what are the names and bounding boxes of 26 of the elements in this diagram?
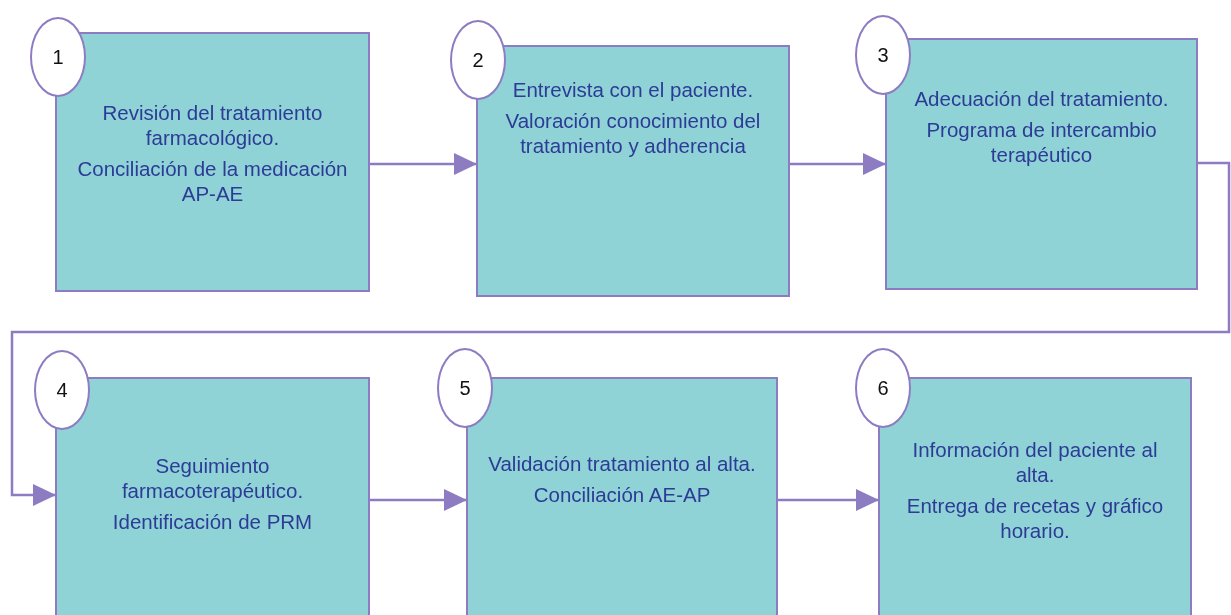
step-number: 4: [34, 350, 90, 430]
process-box: [55, 377, 370, 615]
step-text: Adecuación del tratamiento.: [914, 86, 1169, 111]
step-text: Valoración conocimiento del tratamiento y adherencia: [504, 108, 762, 158]
arrow: [370, 489, 467, 511]
step-text: Identificación de PRM: [112, 509, 313, 534]
step-text: Seguimiento farmacoterapéutico.: [120, 453, 305, 503]
step-number: 3: [855, 15, 911, 95]
process-box: [878, 377, 1192, 615]
step-number: 2: [450, 20, 506, 100]
arrow: [10, 161, 1231, 506]
step-number: 6: [855, 348, 911, 428]
step-text: Revisión del tratamiento farmacológico.: [101, 100, 324, 150]
step-text: Entrevista con el paciente.: [512, 77, 754, 102]
step-text: Conciliación AE-AP: [533, 482, 711, 507]
arrow: [790, 153, 886, 175]
step-number: 5: [437, 348, 493, 428]
step-text: Validación tratamiento al alta.: [488, 451, 756, 476]
step-number: 1: [30, 17, 86, 97]
arrow: [370, 153, 477, 175]
process-box: [55, 32, 370, 292]
step-text: Conciliación de la medicación AP-AE: [76, 156, 349, 206]
step-text: Información del paciente al alta.: [911, 437, 1159, 487]
step-text: Programa de intercambio terapéutico: [925, 117, 1158, 167]
step-text: Entrega de recetas y gráfico horario.: [905, 493, 1165, 543]
arrow: [778, 489, 879, 511]
